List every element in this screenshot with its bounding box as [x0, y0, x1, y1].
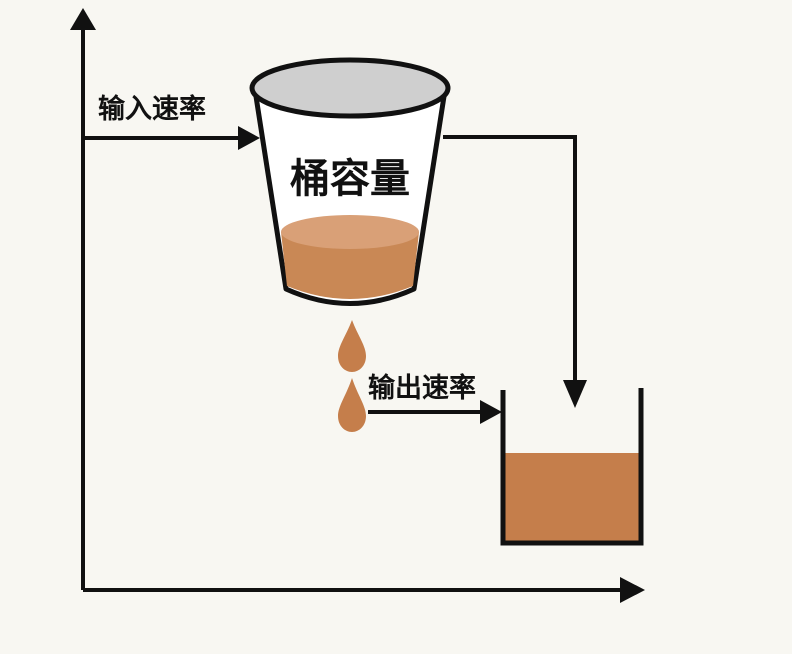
output-rate-arrowhead: [480, 400, 502, 424]
bucket-rim: [252, 60, 448, 116]
drop-upper: [338, 320, 366, 372]
overflow-arrow: [443, 137, 575, 385]
y-axis-arrowhead: [70, 8, 96, 30]
receiving-container: [503, 388, 641, 543]
bucket-water-surface: [281, 215, 419, 249]
output-rate-label: 输出速率: [368, 372, 476, 404]
bucket-capacity-label: 桶容量: [290, 156, 410, 202]
container-water: [505, 453, 639, 542]
input-rate-arrowhead: [238, 126, 260, 150]
bucket: 桶容量: [252, 60, 448, 304]
input-rate-label: 输入速率: [98, 93, 206, 125]
drop-lower: [338, 378, 366, 432]
overflow-arrowhead: [563, 380, 587, 408]
x-axis-arrowhead: [620, 577, 645, 603]
